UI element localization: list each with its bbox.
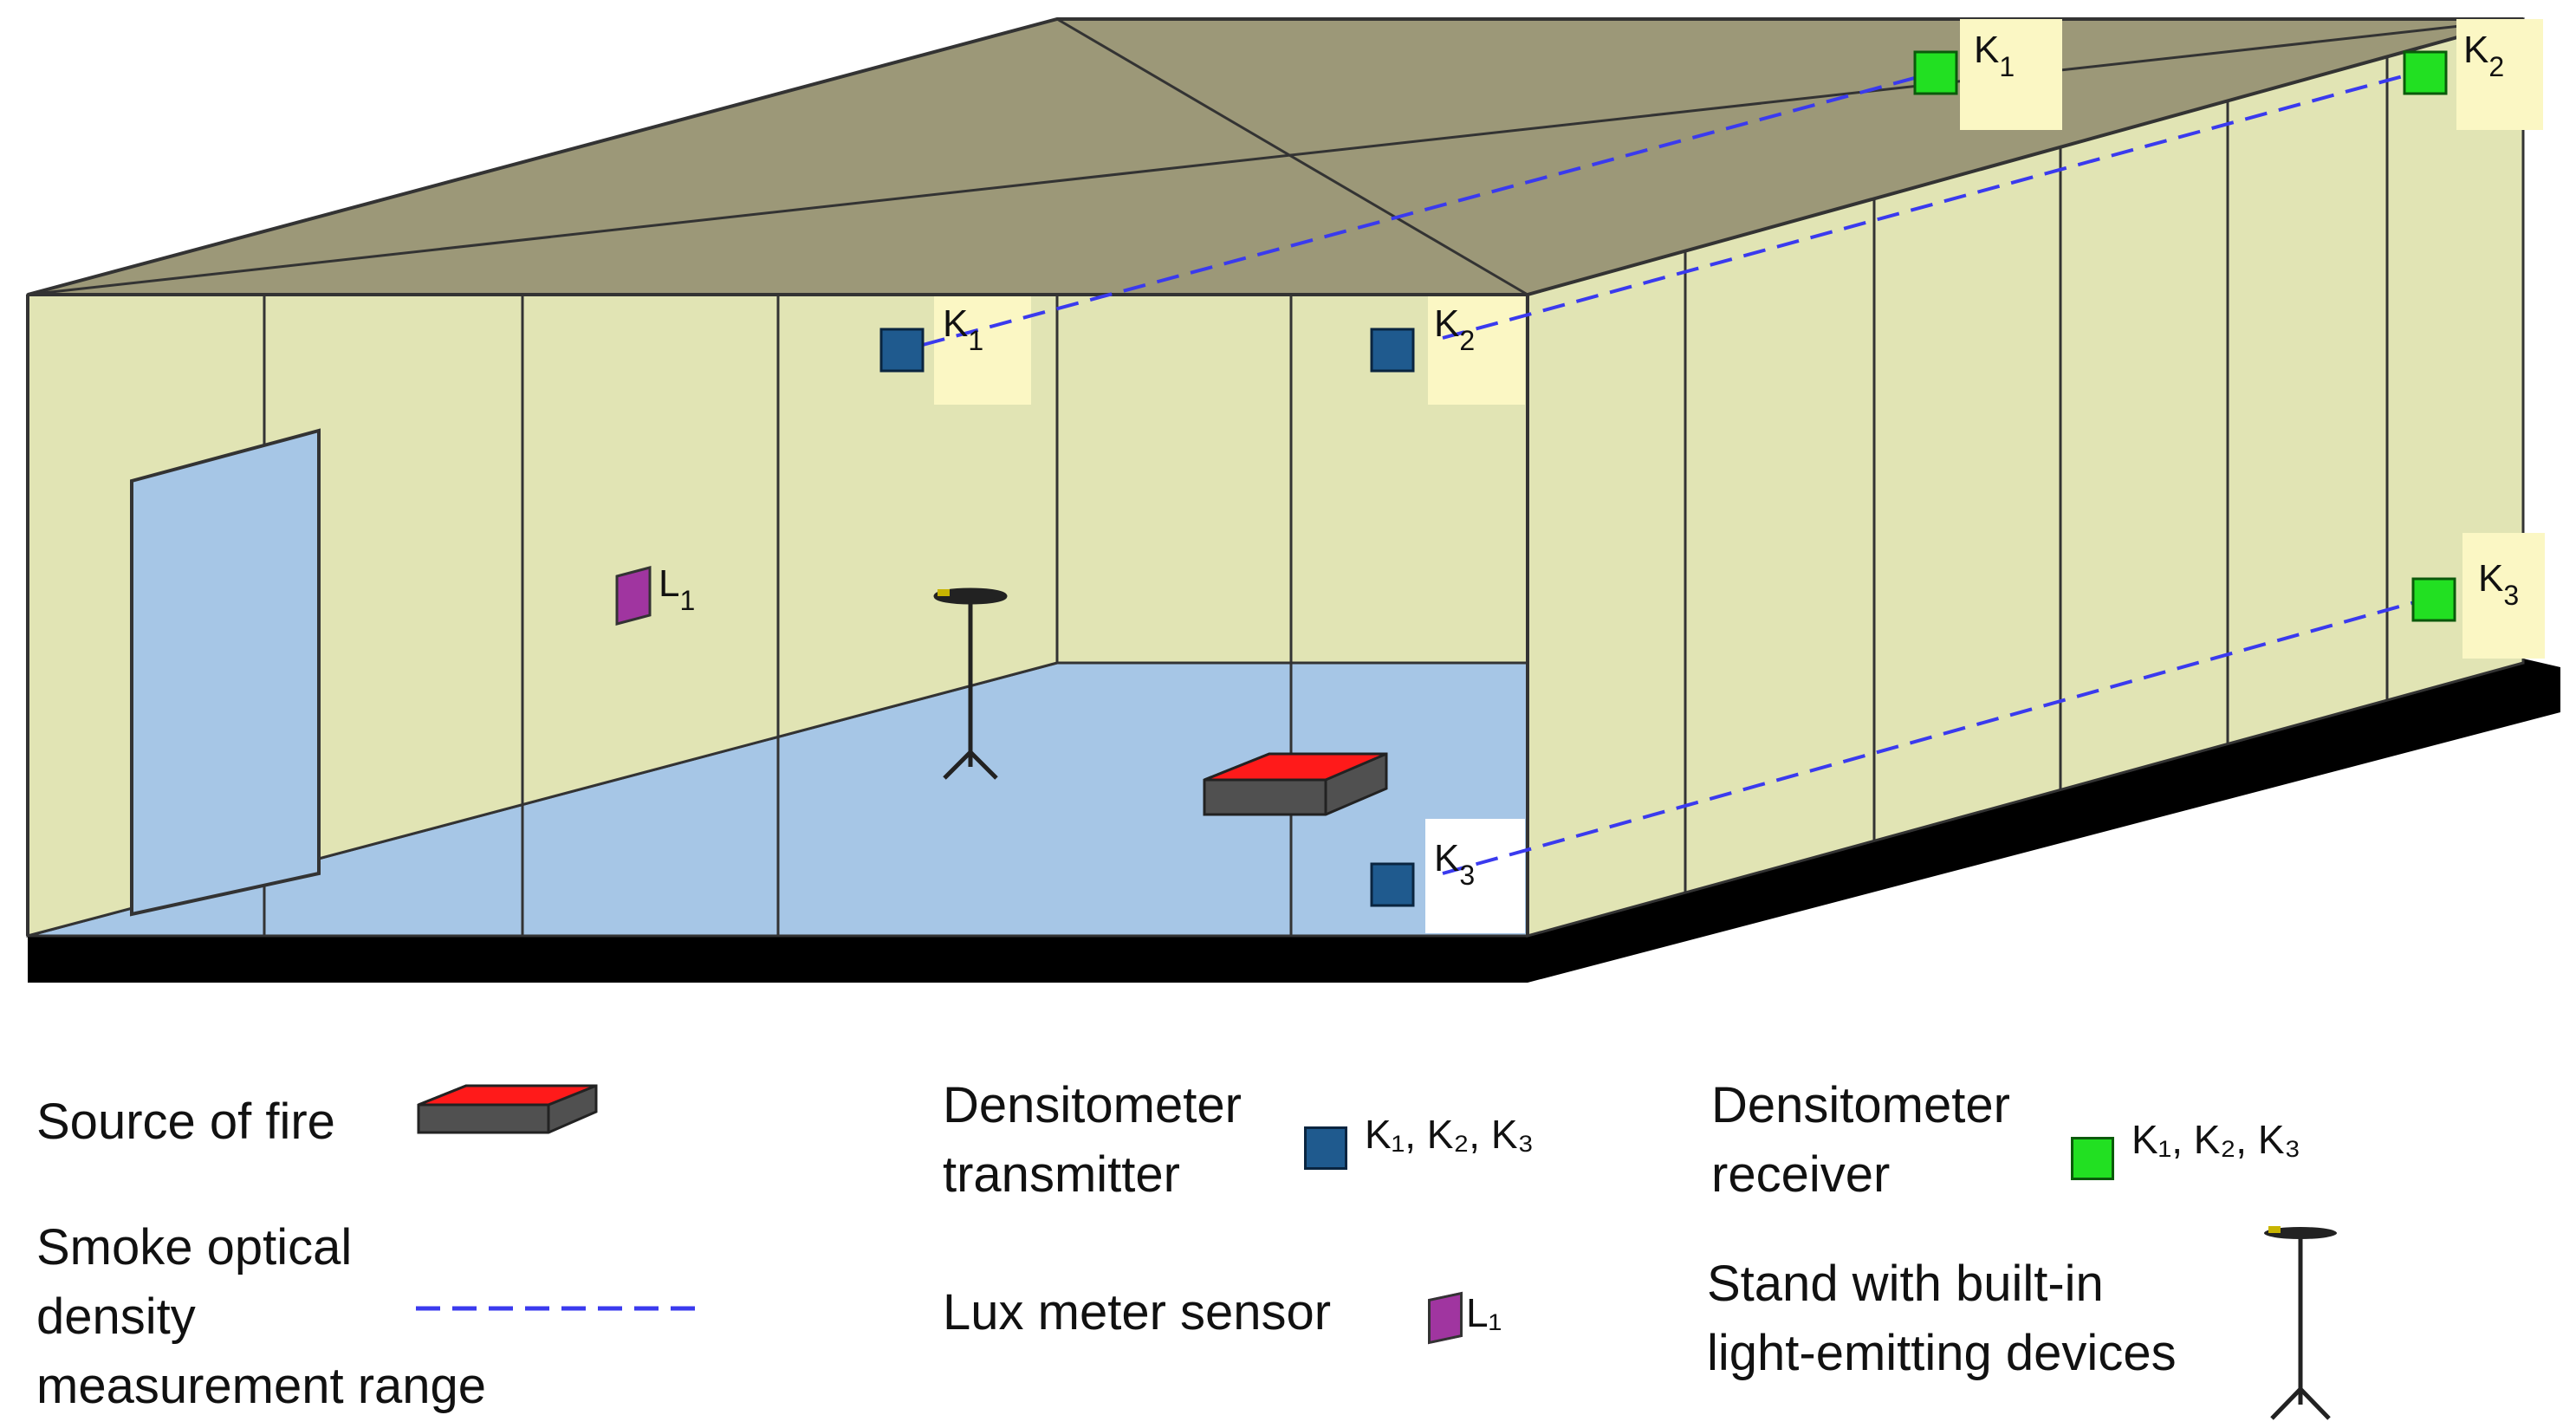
transmitter-k2 xyxy=(1370,328,1415,373)
legend-fire-label: Source of fire xyxy=(36,1094,335,1150)
blue-square-icon xyxy=(1304,1126,1347,1170)
tag-receiver-k2: K2 xyxy=(2463,29,2504,82)
tag-transmitter-k1: K1 xyxy=(943,302,983,356)
beam-k2 xyxy=(1442,69,2423,340)
legend-lux-id: L₁ xyxy=(1466,1290,1502,1335)
legend-receiver-line2: receiver xyxy=(1711,1146,1891,1203)
legend-smoke-line1: Smoke optical xyxy=(36,1219,353,1275)
beam-k1 xyxy=(922,71,1935,347)
legend-stand-line1: Stand with built-in xyxy=(1707,1256,2104,1312)
dashed-beam-icon xyxy=(416,1306,707,1311)
fire-source xyxy=(1203,752,1388,816)
lux-sensor xyxy=(615,566,652,626)
legend-transmitter-line1: Densitometer xyxy=(943,1077,1242,1133)
tag-receiver-k3: K3 xyxy=(2478,557,2519,611)
tag-lux-l1: L1 xyxy=(659,562,695,616)
legend-transmitter-ids: K₁, K₂, K₃ xyxy=(1365,1112,1535,1157)
tag-transmitter-k3: K3 xyxy=(1434,837,1475,891)
legend-smoke-line3: measurement range xyxy=(36,1358,487,1414)
legend-receiver-ids: K₁, K₂, K₃ xyxy=(2132,1117,2301,1162)
receiver-k2 xyxy=(2403,50,2448,95)
tag-receiver-k1: K1 xyxy=(1974,29,2015,82)
stand xyxy=(933,587,1008,780)
tag-transmitter-k2: K2 xyxy=(1434,302,1475,356)
receiver-k3 xyxy=(2411,577,2456,622)
tag-highlights xyxy=(934,19,2545,659)
purple-square-icon xyxy=(1428,1291,1463,1345)
floor-base-side xyxy=(1528,659,2560,983)
ceiling-diagonal-b xyxy=(1056,17,1528,296)
green-square-icon xyxy=(2071,1137,2114,1180)
ceiling-diagonal-a xyxy=(27,17,2524,296)
transmitter-k1 xyxy=(879,328,925,373)
tag-highlight-k3-floor xyxy=(1425,819,1525,933)
side-posts xyxy=(1684,57,2389,892)
legend-smoke-line2: density xyxy=(36,1288,196,1345)
legend-transmitter-line2: transmitter xyxy=(943,1146,1180,1203)
legend-receiver-line1: Densitometer xyxy=(1711,1077,2010,1133)
fire-tray-icon xyxy=(417,1084,598,1134)
tripod-stand-icon xyxy=(2264,1226,2337,1420)
legend-lux-label: Lux meter sensor xyxy=(943,1284,1332,1340)
door xyxy=(130,428,321,917)
floor-base-front xyxy=(28,936,1528,983)
tag-labels: K1 K2 K3 K1 K2 K3 L1 xyxy=(659,29,2519,891)
transmitter-k3 xyxy=(1370,862,1415,907)
legend-stand-line2: light-emitting devices xyxy=(1707,1325,2177,1381)
smoke-beams xyxy=(922,69,2431,875)
receiver-k1 xyxy=(1913,50,1958,95)
